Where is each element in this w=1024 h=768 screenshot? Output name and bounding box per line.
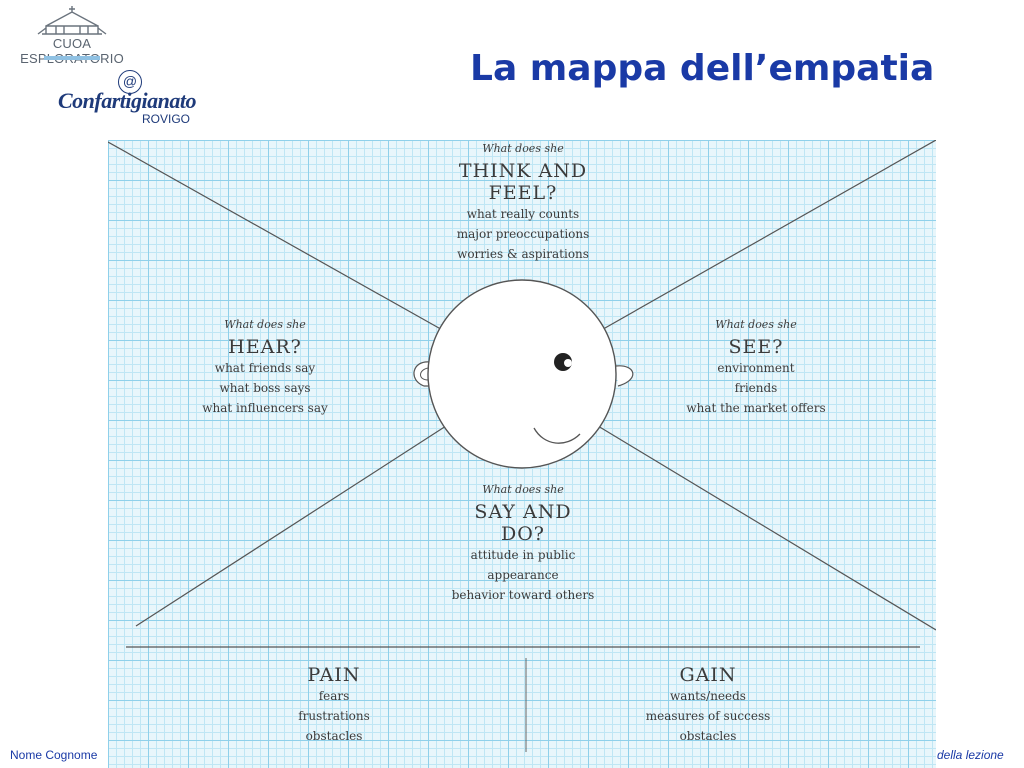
think-feel-item: major preoccupations <box>456 227 590 241</box>
building-icon <box>37 6 107 35</box>
see-intro: What does she <box>715 318 797 331</box>
diagonal-top-right <box>597 140 936 333</box>
think-feel-heading-line-2: FEEL? <box>488 182 558 204</box>
say-do-item: behavior toward others <box>451 588 595 602</box>
see-item: friends <box>734 381 778 395</box>
footer-lesson-title: della lezione <box>937 748 1004 762</box>
confartigianato-logo-city: ROVIGO <box>142 112 191 126</box>
confartigianato-logo: @ Confartigianato ROVIGO <box>58 70 198 132</box>
think-feel-item: worries & aspirations <box>457 247 589 261</box>
right-ear-icon <box>615 365 634 387</box>
page-title: La mappa dell’empatia <box>470 48 935 89</box>
say-do-item: appearance <box>487 568 559 582</box>
gain-item: obstacles <box>679 729 737 743</box>
diagonal-bottom-left <box>135 425 447 627</box>
pain-item: obstacles <box>305 729 363 743</box>
cuoa-logo-underline <box>44 56 100 60</box>
confartigianato-logo-name: Confartigianato <box>58 88 196 113</box>
hear-item: what boss says <box>219 381 311 395</box>
hear-heading: HEAR? <box>228 336 302 358</box>
say-do-item: attitude in public <box>470 548 576 562</box>
diagonal-top-left <box>108 141 447 333</box>
see-item: environment <box>717 361 795 375</box>
think-feel-heading-line-1: THINK AND <box>458 160 588 182</box>
footer-author: Nome Cognome <box>10 748 98 762</box>
say-do-intro: What does she <box>482 483 564 496</box>
think-feel-section: What does she THINK AND FEEL? what reall… <box>418 142 628 264</box>
at-sign-icon: @ <box>118 70 142 94</box>
empathy-map-lines <box>108 140 936 752</box>
cuoa-logo: CUOA ESPLORATORIO <box>8 6 136 66</box>
pain-heading: PAIN <box>307 664 361 686</box>
cuoa-logo-text: CUOA ESPLORATORIO <box>20 36 124 66</box>
smile-icon <box>533 427 581 444</box>
gain-item: wants/needs <box>670 689 746 703</box>
say-do-heading-line-2: DO? <box>501 523 545 545</box>
say-do-section: What does she SAY AND DO? attitude in pu… <box>423 483 623 605</box>
say-do-heading-line-1: SAY AND <box>474 501 572 523</box>
pain-item: frustrations <box>298 709 370 723</box>
hear-intro: What does she <box>224 318 306 331</box>
see-section: What does she SEE? environment friends w… <box>666 318 846 418</box>
empathy-map: What does she THINK AND FEEL? what reall… <box>108 140 936 768</box>
pain-section: PAIN fears frustrations obstacles <box>264 664 404 746</box>
think-feel-intro: What does she <box>482 142 564 155</box>
hear-item: what influencers say <box>202 401 328 415</box>
gain-item: measures of success <box>645 709 771 723</box>
think-feel-item: what really counts <box>466 207 580 221</box>
eye-icon <box>554 353 572 371</box>
hear-item: what friends say <box>214 361 316 375</box>
pain-item: fears <box>318 689 350 703</box>
gain-heading: GAIN <box>679 664 737 686</box>
hear-section: What does she HEAR? what friends say wha… <box>180 318 350 418</box>
diagonal-bottom-right <box>597 425 936 631</box>
see-heading: SEE? <box>728 336 784 358</box>
gain-section: GAIN wants/needs measures of success obs… <box>628 664 788 746</box>
head-icon <box>427 279 617 469</box>
see-item: what the market offers <box>686 401 826 415</box>
